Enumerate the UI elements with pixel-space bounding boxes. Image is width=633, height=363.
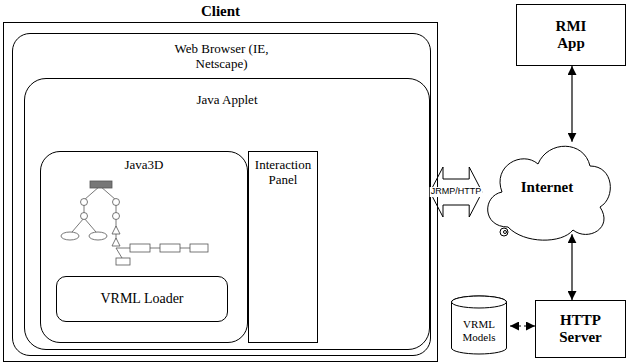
client-box: ClientWeb Browser (IE, Netscape)Java App… — [3, 22, 438, 362]
node-text: Java3D — [41, 158, 247, 173]
node-text: RMI App — [541, 18, 601, 53]
node-text: HTTP Server — [551, 312, 611, 347]
node-text: Internet — [521, 179, 574, 196]
java3d-box: Java3D VRML Loader — [40, 151, 248, 343]
rmi-box: RMI App — [516, 4, 626, 66]
connector-label: JRMP/HTTP — [430, 187, 483, 197]
node-text: Java Applet — [25, 93, 429, 108]
connector-line — [571, 234, 572, 300]
loader-box: VRML Loader — [56, 276, 228, 322]
database-cylinder: VRML Models — [448, 296, 510, 354]
node-text: Web Browser (IE, Netscape) — [167, 42, 277, 72]
node-text: VRML Loader — [100, 291, 183, 307]
browser-box: Web Browser (IE, Netscape) Java AppletJav… — [12, 33, 431, 356]
panel-box: Interaction Panel — [248, 151, 318, 343]
node-text: Interaction Panel — [251, 158, 315, 188]
applet-box: Java AppletJava3D VRML Loader Interaction … — [24, 78, 430, 350]
server-box: HTTP Server — [535, 300, 626, 358]
node-text: VRML Models — [453, 318, 505, 343]
connector-line — [571, 66, 572, 142]
internet-cloud: Internet — [478, 132, 616, 244]
node-text: Client — [4, 3, 437, 20]
connector-line — [510, 325, 535, 326]
